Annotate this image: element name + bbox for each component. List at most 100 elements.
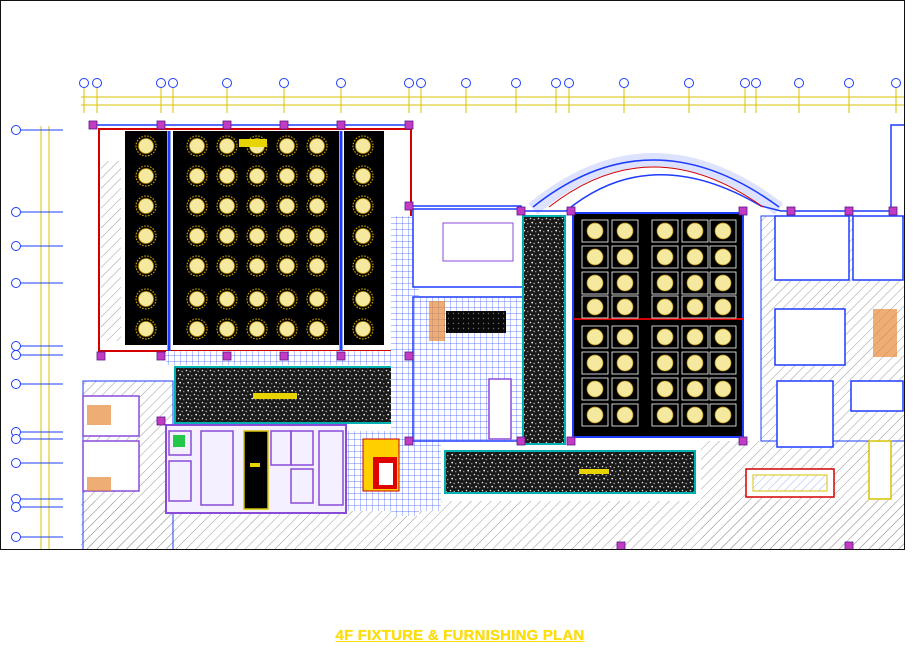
column: [96, 351, 106, 361]
grid-bubble: [222, 78, 232, 88]
dining-table: [611, 271, 639, 295]
column: [516, 436, 526, 446]
kitchen-counter: [446, 311, 506, 333]
grid-bubble: [11, 125, 21, 135]
column: [156, 416, 166, 426]
ballroom-table: [216, 318, 238, 340]
dining-table: [611, 403, 639, 427]
dining-table: [611, 351, 639, 375]
prefunction-sign: [253, 393, 297, 399]
dining-table: [651, 351, 679, 375]
column: [888, 206, 898, 216]
column: [738, 436, 748, 446]
grid-bubble: [416, 78, 426, 88]
dining-table: [681, 403, 709, 427]
grid-bubble: [279, 78, 289, 88]
right-stair: [868, 440, 892, 500]
column: [516, 206, 526, 216]
ballroom-table: [276, 195, 298, 217]
spine-corridor: [522, 215, 566, 445]
dining-table: [681, 377, 709, 401]
dining-table: [709, 219, 737, 243]
ballroom-table: [276, 135, 298, 157]
ballroom-table: [306, 135, 328, 157]
ballroom-table: [216, 288, 238, 310]
grid-bubble: [619, 78, 629, 88]
ballroom-table: [186, 135, 208, 157]
dining-table: [651, 403, 679, 427]
ballroom-table: [352, 195, 374, 217]
ballroom-table: [135, 195, 157, 217]
right-stair-orange: [873, 309, 897, 357]
grid-bubble: [551, 78, 561, 88]
dining-table: [681, 351, 709, 375]
dining-table: [709, 325, 737, 349]
ballroom-table: [216, 225, 238, 247]
ballroom-table: [276, 288, 298, 310]
column: [786, 206, 796, 216]
dining-table: [581, 271, 609, 295]
column: [844, 541, 854, 549]
column-grid-left: [40, 126, 50, 549]
column: [279, 351, 289, 361]
grid-bubble: [336, 78, 346, 88]
dining-table: [709, 295, 737, 319]
grid-bubbles-left: [11, 125, 63, 542]
stair-white: [379, 463, 393, 485]
ballroom-table: [186, 195, 208, 217]
grid-bubble: [11, 241, 21, 251]
ballroom-table: [135, 318, 157, 340]
dining-table: [709, 271, 737, 295]
ballroom-table: [216, 135, 238, 157]
dining-table: [581, 377, 609, 401]
column: [156, 120, 166, 130]
ballroom-table: [306, 318, 328, 340]
ballroom-table: [246, 255, 268, 277]
ballroom-table: [352, 135, 374, 157]
grid-bubble: [11, 350, 21, 360]
grid-bubble: [461, 78, 471, 88]
ballroom-table: [135, 288, 157, 310]
dining-table: [581, 245, 609, 269]
grid-bubble: [11, 379, 21, 389]
right-rooms: [774, 215, 904, 448]
ballroom-table: [306, 288, 328, 310]
ballroom-table: [246, 165, 268, 187]
grid-bubble: [11, 458, 21, 468]
ballroom-table: [306, 165, 328, 187]
kitchen-table: [429, 301, 445, 341]
ballroom-table: [246, 318, 268, 340]
dining-table: [681, 325, 709, 349]
column: [404, 120, 414, 130]
column: [566, 436, 576, 446]
green-marker: [173, 435, 185, 447]
kitchen-equipment: [442, 222, 514, 262]
elevator-shaft: [243, 430, 269, 510]
ballroom-table: [276, 318, 298, 340]
ballroom-round-tables: [135, 135, 374, 340]
column: [279, 120, 289, 130]
dining-table: [611, 377, 639, 401]
ballroom-table: [352, 225, 374, 247]
ballroom-stage-label: [239, 139, 267, 147]
ballroom-table: [216, 165, 238, 187]
column: [616, 541, 626, 549]
dining-table: [709, 403, 737, 427]
cad-viewport[interactable]: [0, 0, 905, 550]
floor-plan-drawing: [11, 78, 904, 549]
ballroom-table: [135, 225, 157, 247]
ballroom-table: [135, 165, 157, 187]
ballroom-table: [352, 165, 374, 187]
grid-bubble: [794, 78, 804, 88]
ballroom-table: [216, 195, 238, 217]
ballroom-table: [352, 318, 374, 340]
drawing-title: 4F FIXTURE & FURNISHING PLAN: [335, 627, 585, 644]
ballroom-table: [246, 288, 268, 310]
ballroom-table: [186, 165, 208, 187]
grid-bubble: [11, 502, 21, 512]
ballroom-table: [186, 288, 208, 310]
dining-table: [681, 295, 709, 319]
ballroom-table: [186, 318, 208, 340]
dining-table: [681, 271, 709, 295]
column: [88, 120, 98, 130]
